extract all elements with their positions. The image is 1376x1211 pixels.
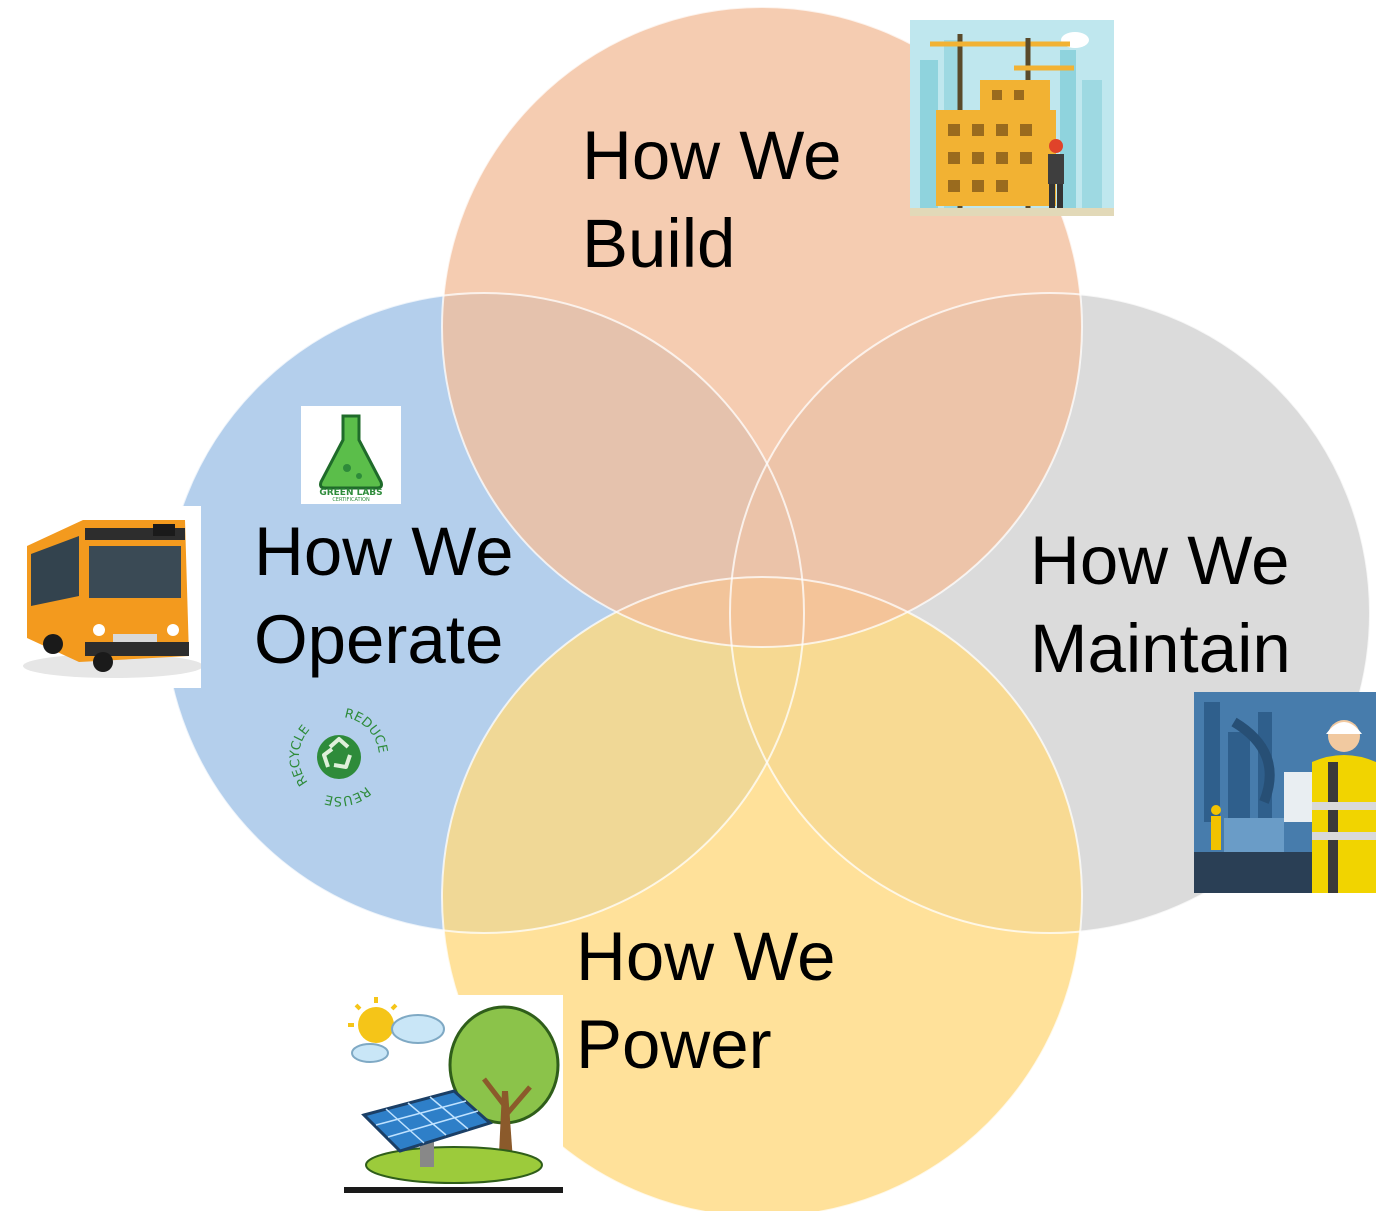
sun-icon [358,1007,394,1043]
industrial-engineer-icon [1194,692,1376,893]
label-how-we-build: How We Build [582,112,841,288]
reduce-reuse-recycle-badge: REDUCE REUSE RECYCLE [288,706,390,808]
label-operate-line1: How We [254,513,514,590]
solar-panel-tree-icon [344,995,563,1193]
city-bus-icon [13,506,201,688]
power-circle [442,577,1082,1211]
svg-text:REUSE: REUSE [323,783,373,808]
label-build-line1: How We [582,117,842,194]
green-labs-text: GREEN LABS [319,488,382,498]
label-how-we-maintain: How We Maintain [1030,517,1291,693]
label-power-line1: How We [576,918,836,995]
label-operate-line2: Operate [254,601,504,678]
reuse-text: REUSE [323,783,373,808]
label-maintain-line1: How We [1030,522,1290,599]
label-power-line2: Power [576,1006,772,1083]
building-construction-crane-icon [910,20,1114,216]
recycle-text: RECYCLE [288,722,313,788]
green-labs-badge: GREEN LABS CERTIFICATION [301,406,401,504]
circle-outlines [163,6,1371,1211]
flask-icon [319,414,383,490]
label-maintain-line2: Maintain [1030,610,1291,687]
label-build-line2: Build [582,205,736,282]
svg-text:RECYCLE: RECYCLE [288,722,313,788]
cloud-icon [391,1014,445,1044]
recycle-arrows-icon [322,737,352,769]
label-how-we-operate: How We Operate [254,508,513,684]
certification-text: CERTIFICATION [332,497,370,503]
solar-panel-icon [361,1089,493,1153]
label-how-we-power: How We Power [576,913,835,1089]
